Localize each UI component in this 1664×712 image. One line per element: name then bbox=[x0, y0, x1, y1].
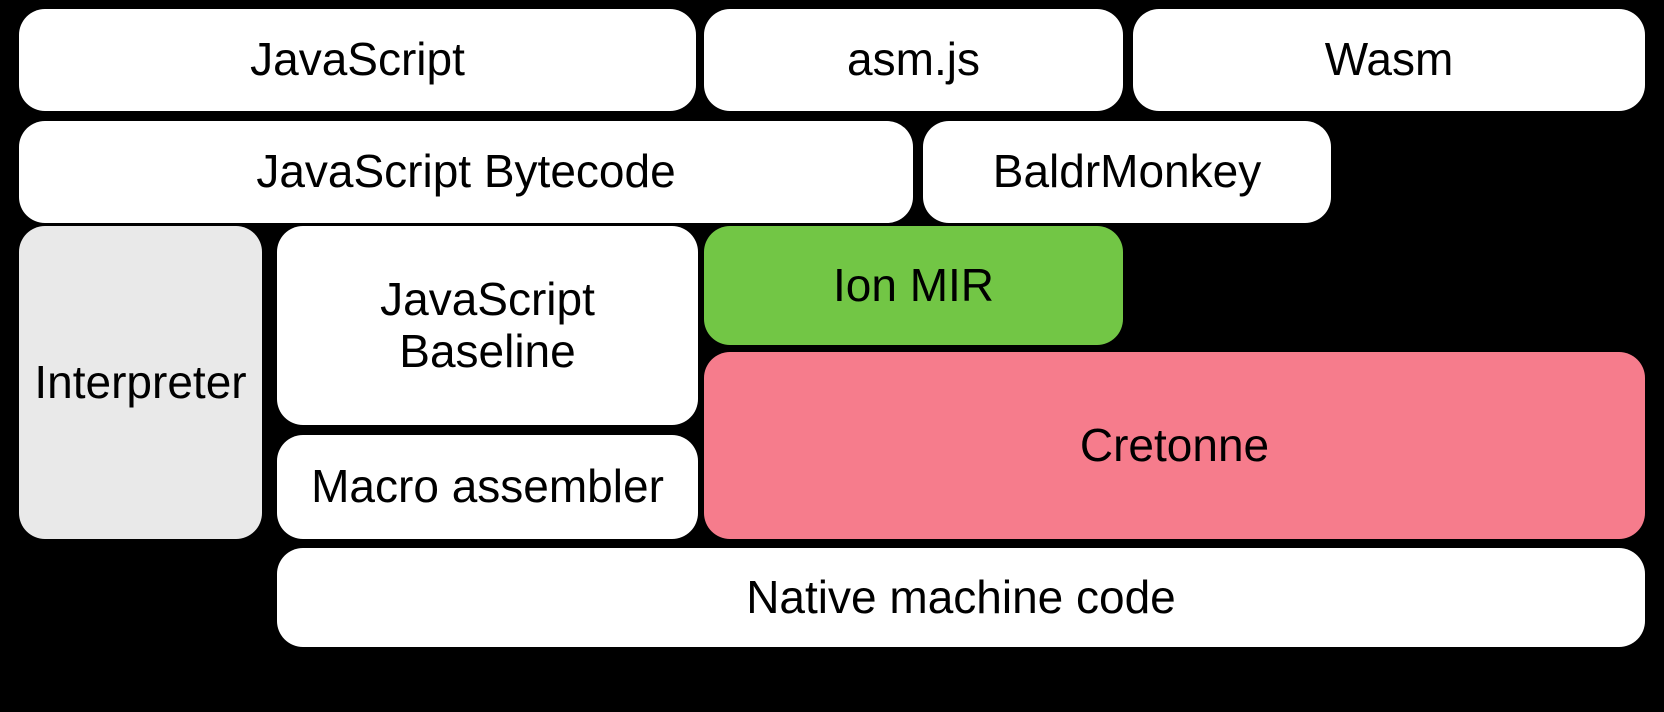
box-wasm: Wasm bbox=[1133, 9, 1645, 111]
box-baldrmonkey: BaldrMonkey bbox=[923, 121, 1331, 223]
box-ion-mir: Ion MIR bbox=[704, 226, 1123, 345]
box-native-machine-code: Native machine code bbox=[277, 548, 1645, 647]
box-javascript-bytecode: JavaScript Bytecode bbox=[19, 121, 913, 223]
box-cretonne: Cretonne bbox=[704, 352, 1645, 539]
box-javascript: JavaScript bbox=[19, 9, 696, 111]
box-interpreter: Interpreter bbox=[19, 226, 262, 539]
box-asmjs: asm.js bbox=[704, 9, 1123, 111]
box-macro-assembler: Macro assembler bbox=[277, 435, 698, 539]
box-javascript-baseline: JavaScript Baseline bbox=[277, 226, 698, 425]
